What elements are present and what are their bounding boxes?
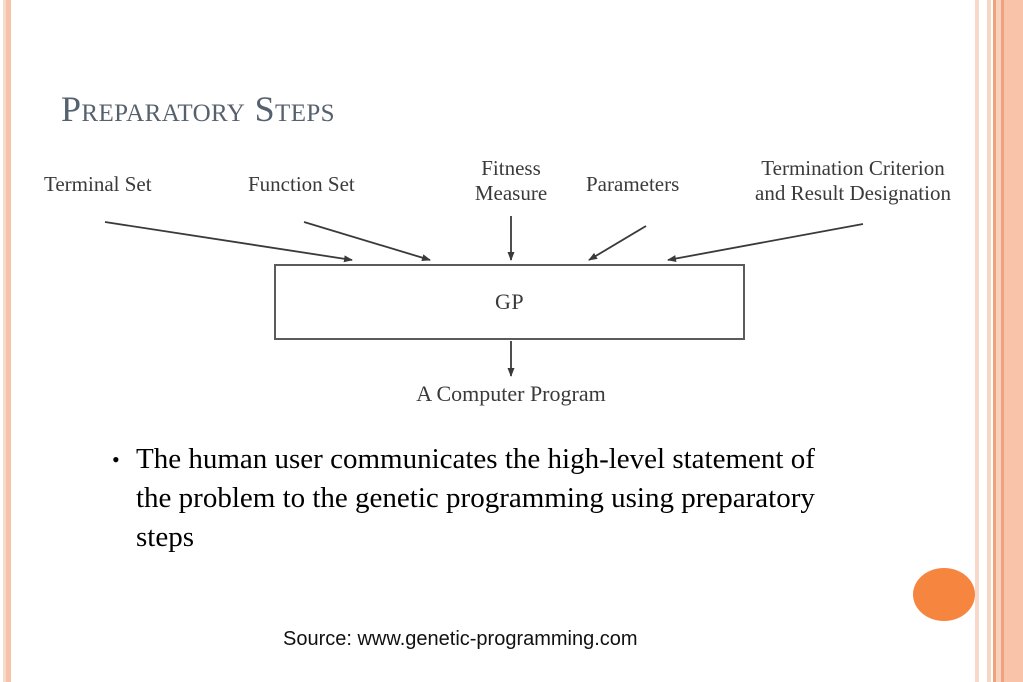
- arrow-terminal-set: [104, 221, 353, 263]
- arrow-parameters: [588, 225, 647, 261]
- diagram-label-fitness-measure: Fitness Measure: [474, 156, 548, 205]
- page-title: Preparatory Steps: [61, 89, 335, 129]
- bullet-glyph-icon: •: [112, 447, 120, 472]
- diagram-label-termination-criterion: Termination Criterion and Result Designa…: [755, 156, 951, 205]
- body-bullet-list: • The human user communicates the high-le…: [110, 440, 840, 557]
- diagram-process-box-label: GP: [494, 289, 525, 314]
- arrow-termination-criterion: [667, 223, 864, 262]
- diagram-output-label: A Computer Program: [416, 381, 606, 406]
- arrow-function-set: [303, 221, 431, 262]
- bullet-text: The human user communicates the high-lev…: [136, 443, 815, 553]
- diagram-label-function-set: Function Set: [248, 172, 355, 196]
- accent-ellipse-shape: [913, 568, 975, 621]
- diagram-label-terminal-set: Terminal Set: [44, 172, 152, 196]
- list-item: • The human user communicates the high-le…: [110, 440, 840, 557]
- diagram-label-parameters: Parameters: [586, 172, 680, 196]
- source-note: Source: www.genetic-programming.com: [283, 628, 638, 650]
- diagram-process-box-gp: GP: [274, 264, 745, 340]
